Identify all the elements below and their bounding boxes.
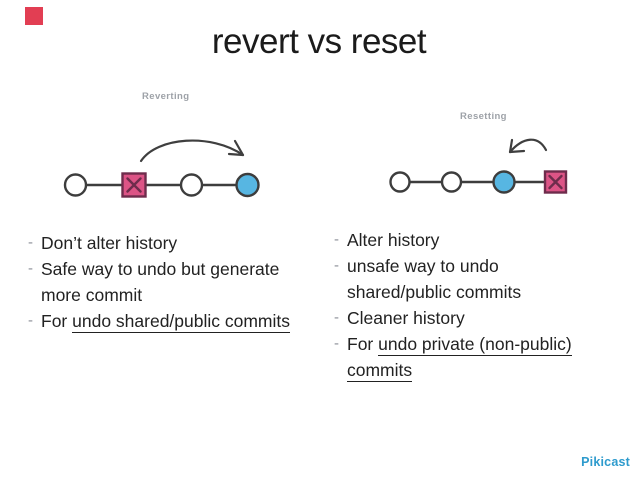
head-commit-node <box>235 172 260 198</box>
corner-marker <box>25 7 43 25</box>
x-mark-icon <box>548 174 563 190</box>
list-item-text: Safe way to undo but generate more commi… <box>41 259 280 305</box>
bullet-dash: - <box>28 312 33 329</box>
x-mark-icon <box>126 177 142 193</box>
list-item-text: Alter history <box>347 230 440 250</box>
bullet-dash: - <box>334 257 339 274</box>
pikicast-logo: Pikicast <box>581 455 630 469</box>
underlined-text: undo private (non-public) commits <box>347 334 572 382</box>
slide-title: revert vs reset <box>211 22 427 61</box>
bullet-dash: - <box>334 309 339 326</box>
list-item: - For undo private (non-public) commits <box>333 331 588 383</box>
list-item-text: For <box>347 334 379 354</box>
list-item: - Alter history <box>333 227 588 253</box>
commit-node <box>389 171 411 193</box>
commit-node <box>440 171 463 193</box>
list-item: - Cleaner history <box>333 305 588 331</box>
reset-arrowhead-icon <box>508 138 526 154</box>
bullet-dash: - <box>28 234 33 251</box>
list-item: - unsafe way to undo shared/public commi… <box>333 253 588 305</box>
list-item-text: unsafe way to undo shared/public commits <box>347 256 522 302</box>
reset-bullet-list: - Alter history - unsafe way to undo sha… <box>333 227 588 383</box>
revert-arrow <box>139 139 245 163</box>
list-item-text: Don’t alter history <box>41 233 178 253</box>
reverting-label: Reverting <box>142 91 190 102</box>
head-commit-node <box>492 170 516 194</box>
commit-node <box>179 173 204 197</box>
resetting-diagram <box>389 138 568 194</box>
list-item: - Safe way to undo but generate more com… <box>27 256 300 308</box>
list-item-text: For <box>41 311 73 331</box>
revert-arrowhead-icon <box>227 139 245 157</box>
underlined-text: undo shared/public commits <box>72 311 291 333</box>
reverting-diagram <box>63 139 260 198</box>
bullet-dash: - <box>334 335 339 352</box>
revert-bullet-list: - Don’t alter history - Safe way to undo… <box>27 230 300 334</box>
bullet-dash: - <box>334 231 339 248</box>
list-item-text: Cleaner history <box>347 308 465 328</box>
reset-arrow <box>508 138 548 154</box>
resetting-label: Resetting <box>460 111 507 122</box>
bullet-dash: - <box>28 260 33 277</box>
list-item: - For undo shared/public commits <box>27 308 300 334</box>
commit-node <box>63 173 88 197</box>
list-item: - Don’t alter history <box>27 230 300 256</box>
